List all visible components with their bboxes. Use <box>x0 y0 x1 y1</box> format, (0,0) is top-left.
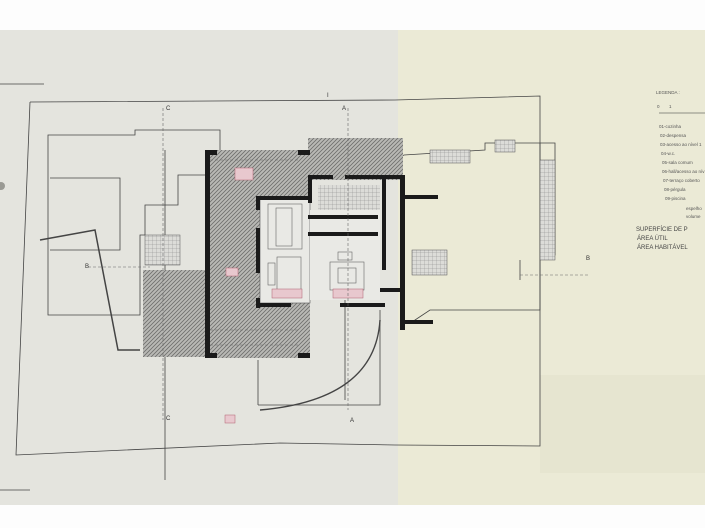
legend-item: volume <box>686 214 701 219</box>
area-label: ÁREA ÚTIL <box>637 236 668 242</box>
binder-hole <box>0 182 5 190</box>
section-marker-c-bottom: C <box>166 416 171 422</box>
section-marker-c-top: C <box>166 106 171 112</box>
legend-item: 03-acesso ao nível 1 <box>660 142 702 147</box>
scale-label-0: 0 <box>657 104 660 109</box>
legend-item: 04-w.c. <box>661 151 676 156</box>
section-marker-b-right: B <box>586 256 590 262</box>
area-label: ÁREA HABITÁVEL <box>637 245 688 251</box>
section-marker-a-bottom: A <box>350 418 354 424</box>
legend-title: LEGENDA : <box>656 90 680 95</box>
legend-item: 09-piscina <box>665 196 686 201</box>
legend-item: 08-pérgula <box>664 187 686 192</box>
legend-item: 06-hall/acesso ao nív <box>662 169 705 174</box>
legend-item: 01-cozinha <box>659 124 682 129</box>
legend-item: 05-sala comum <box>662 160 693 165</box>
legend-item: espelho <box>686 206 702 211</box>
area-label: SUPERFÍCIE DE P <box>636 227 688 233</box>
walls <box>205 150 438 358</box>
section-marker-b-left: B <box>85 264 89 270</box>
title-block <box>540 375 705 473</box>
north-tick: I <box>327 93 329 99</box>
scale-label-1: 1 <box>669 104 672 109</box>
section-markers: C C A A B B I <box>85 93 590 424</box>
legend-item: 07-terraço coberto <box>663 178 700 183</box>
legend-item: 02-despensa <box>660 133 687 138</box>
section-marker-a-top: A <box>342 106 346 112</box>
